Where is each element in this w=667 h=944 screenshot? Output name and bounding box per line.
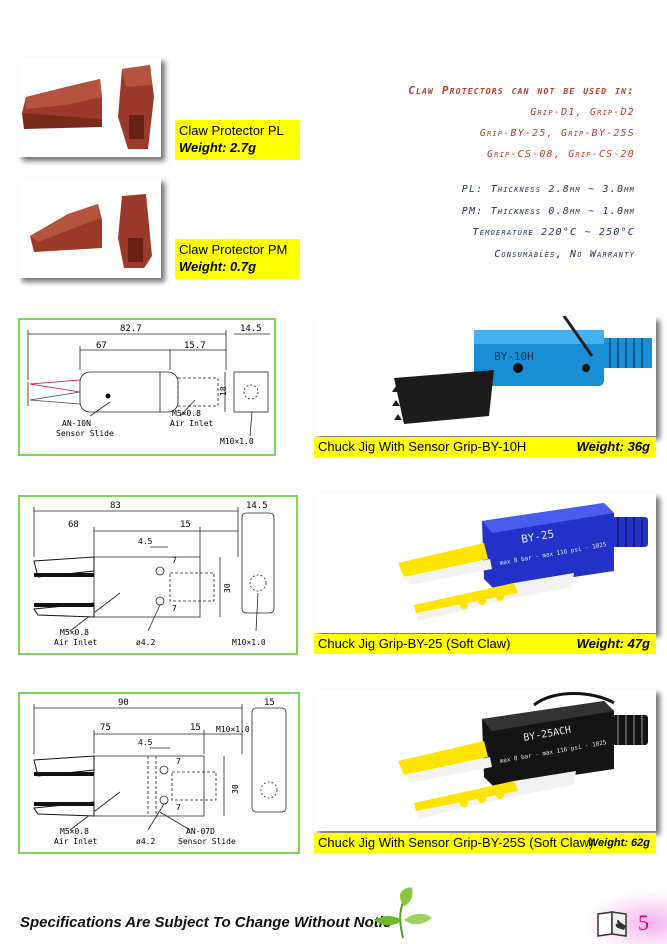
dim-air-label: Air Inlet xyxy=(54,837,98,846)
notes-spec-line-1: PL: Thickness 2.8mm ~ 3.0mm xyxy=(461,184,635,195)
notes-spec-line-3: Temoerature 220°C ~ 250°C xyxy=(472,227,635,238)
protector-pl-label: Claw Protector PL Weight: 2.7g xyxy=(175,120,300,160)
dim-air: M5×0.8 xyxy=(60,827,89,836)
dim-hole: ø4.2 xyxy=(136,837,155,846)
dim-height: 30 xyxy=(223,583,232,593)
dim-side: 14.5 xyxy=(246,501,268,511)
dim-height: 18 xyxy=(219,386,228,396)
drawing-by-10h: 82.7 67 15.7 14.5 18 AN-10N Sensor Slide… xyxy=(18,318,276,456)
notes-red-line-3: Grip-CS-08, Grip-CS-20 xyxy=(486,149,635,160)
dim-gap1: 7 xyxy=(172,556,177,565)
dim-air: M5×0.8 xyxy=(60,628,89,637)
dim-hole: ø4.2 xyxy=(136,638,155,647)
dim-body: 68 xyxy=(68,520,79,530)
dim-thread: M10×1.0 xyxy=(232,638,266,647)
body-label-by-25: BY-25 xyxy=(520,527,555,546)
dim-slot: 15.7 xyxy=(184,341,206,351)
dim-side: 14.5 xyxy=(240,324,262,334)
dim-gap2: 7 xyxy=(172,604,177,613)
dim-slide-label: Sensor Slide xyxy=(178,837,236,846)
title-by-25s: Chuck Jig With Sensor Grip-BY-25S (Soft … xyxy=(314,833,656,853)
dim-slide: AN-07D xyxy=(186,827,215,836)
dim-offset: 4.5 xyxy=(138,738,153,747)
dim-total: 82.7 xyxy=(120,324,142,334)
protector-pl-photo xyxy=(18,57,161,157)
product-name-by-25: Chuck Jig Grip-BY-25 (Soft Claw) xyxy=(318,636,511,651)
title-by-10h: Chuck Jig With Sensor Grip-BY-10H Weight… xyxy=(314,437,656,457)
notes-heading: Claw Protectors can not be used in: xyxy=(408,84,635,97)
book-icon xyxy=(596,908,630,938)
protector-pm-label: Claw Protector PM Weight: 0.7g xyxy=(175,239,300,279)
dim-side: 15 xyxy=(264,698,275,708)
dim-total: 83 xyxy=(110,501,121,511)
notes-spec-line-2: PM: Thickness 0.8mm ~ 1.0mm xyxy=(461,206,635,217)
page-number: 5 xyxy=(638,910,649,935)
leaf-icon xyxy=(370,886,436,940)
dim-air-label: Air Inlet xyxy=(54,638,98,647)
protector-pl-name: Claw Protector PL xyxy=(179,123,284,138)
dim-slide: AN-10N xyxy=(62,419,91,428)
dim-slide-label: Sensor Slide xyxy=(56,429,114,438)
product-name-by-10h: Chuck Jig With Sensor Grip-BY-10H xyxy=(318,439,527,454)
notes-red-line-1: Grip-D1, Grip-D2 xyxy=(530,107,635,118)
notes-red-line-2: Grip-BY-25, Grip-BY-25S xyxy=(479,128,635,139)
dim-body: 75 xyxy=(100,723,111,733)
footer-text: Specifications Are Subject To Change Wit… xyxy=(20,914,392,931)
product-weight-by-25: Weight: 47g xyxy=(576,636,650,651)
photo-by-10h: BY-10H xyxy=(314,315,656,436)
protector-pl-weight: Weight: 2.7g xyxy=(179,140,257,155)
product-weight-by-10h: Weight: 36g xyxy=(576,439,650,454)
dim-gap1: 7 xyxy=(176,757,181,766)
dim-thread: M10×1.0 xyxy=(220,437,254,446)
dim-slot: 15 xyxy=(180,520,191,530)
photo-by-25s: BY-25ACH max 8 bar · max 116 psi · 1025 xyxy=(314,689,656,831)
dim-air-label: Air Inlet xyxy=(170,419,214,428)
protector-pm-weight: Weight: 0.7g xyxy=(179,259,257,274)
photo-by-25: BY-25 max 8 bar · max 116 psi · 1025 xyxy=(314,493,656,633)
dim-height: 30 xyxy=(231,784,240,794)
drawing-by-25: 83 68 15 14.5 4.5 30 7 7 M5×0.8 Air Inle… xyxy=(18,495,298,655)
dim-gap2: 7 xyxy=(176,803,181,812)
dim-air: M5×0.8 xyxy=(172,409,201,418)
dim-body: 67 xyxy=(96,341,107,351)
drawing-by-25s: 90 75 15 15 4.5 30 7 7 M10×1.0 M5×0.8 Ai… xyxy=(18,692,300,854)
protector-pm-photo xyxy=(18,178,161,278)
title-by-25: Chuck Jig Grip-BY-25 (Soft Claw) Weight:… xyxy=(314,634,656,654)
product-weight-by-25s: Weight: 62g xyxy=(587,837,650,849)
dim-offset: 4.5 xyxy=(138,537,153,546)
dim-total: 90 xyxy=(118,698,129,708)
dim-slot: 15 xyxy=(190,723,201,733)
product-name-by-25s: Chuck Jig With Sensor Grip-BY-25S (Soft … xyxy=(318,835,594,850)
notes-spec-line-4: Consumables, No Warranty xyxy=(494,249,635,260)
protector-pm-name: Claw Protector PM xyxy=(179,242,288,257)
body-label-by-10h: BY-10H xyxy=(494,350,534,363)
dim-thread: M10×1.0 xyxy=(216,725,250,734)
